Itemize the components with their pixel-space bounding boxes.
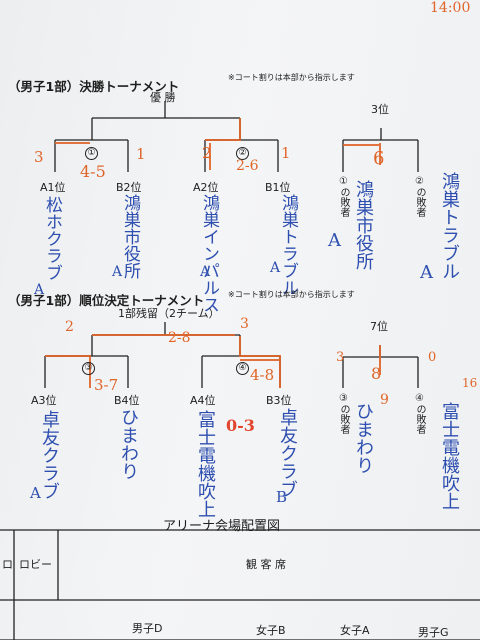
match3-marker: ③ <box>82 362 95 375</box>
court-1: 男子D <box>132 622 163 635</box>
team-final-3: 鴻巣インパルス <box>199 194 219 313</box>
third-label: 3位 <box>371 103 389 116</box>
seed-a3: A3位 <box>31 394 57 407</box>
loser-team-2: 鴻巣トラブル <box>439 172 460 280</box>
hand-rank-f: 9 <box>380 392 389 408</box>
team-final-1: 松ホクラブ <box>42 196 62 281</box>
team-final-4: 鴻巣トラブル <box>278 194 298 296</box>
loser-3: ③の敗者 <box>338 393 349 434</box>
final-note: ※コート割りは本部から指示します <box>228 73 355 82</box>
loser-team-3: ひまわり <box>353 402 374 474</box>
team-final-4-mark: A <box>270 260 281 276</box>
loser-1: ①の敗者 <box>338 176 349 217</box>
hand-rank-e: 8 <box>371 364 382 383</box>
hand-score-e: 6 <box>373 148 385 169</box>
seventh-label: 7位 <box>370 320 388 333</box>
match1-marker: ① <box>85 147 98 160</box>
team-rank-4-mark: B <box>276 488 288 506</box>
hand-scoreline-2: 2-6 <box>236 158 259 174</box>
seed-a1: A1位 <box>40 181 66 194</box>
loser-team-2-mark: A <box>420 262 433 283</box>
arena-lobby: ロビー <box>19 558 52 571</box>
court-2: 女子B <box>256 624 286 637</box>
seed-b1: B1位 <box>265 181 291 194</box>
hand-scoreline-4: 3-7 <box>94 376 119 394</box>
hand-score-b: 1 <box>136 145 146 163</box>
team-final-1-mark: A <box>34 282 45 298</box>
seed-b4: B4位 <box>114 394 140 407</box>
seed-b2: B2位 <box>116 181 142 194</box>
hand-scoreline-5: 4-8 <box>250 366 275 384</box>
seed-a2: A2位 <box>193 181 219 194</box>
corner-time: 14:00 <box>430 0 471 16</box>
loser-team-1: 鴻巣市役所 <box>353 180 374 270</box>
match2-marker: ② <box>236 147 249 160</box>
team-rank-1-mark: A <box>30 484 41 502</box>
loser-team-1-mark: A <box>328 230 341 251</box>
ranking-heading: （男子1部）順位決定トーナメント <box>8 293 205 308</box>
hand-score-c: 2 <box>202 144 212 162</box>
team-final-2-mark: A <box>112 264 123 280</box>
court-3: 女子A <box>340 624 370 637</box>
arena-seats: 観 客 席 <box>246 558 286 571</box>
team-rank-4: 卓友クラブ <box>277 408 298 498</box>
court-4: 男子G <box>418 626 449 639</box>
loser-2: ②の敗者 <box>414 176 425 217</box>
hand-scoreline-1: 4-5 <box>80 162 106 181</box>
seed-b3: B3位 <box>266 394 292 407</box>
remain-label: 1部残留（2チーム） <box>118 307 220 320</box>
hand-rank-g: 16 <box>462 376 478 390</box>
team-rank-2: ひまわり <box>118 408 139 480</box>
hand-rank-d: 0 <box>428 350 437 365</box>
winner-label: 優 勝 <box>150 91 176 104</box>
hand-rank-c: 3 <box>336 350 345 365</box>
match4-marker: ④ <box>236 362 249 375</box>
loser-team-4: 富士電機吹上 <box>439 402 460 510</box>
arena-left-cell: ロ <box>2 558 13 571</box>
team-rank-1: 卓友クラブ <box>39 410 60 500</box>
loser-4: ④の敗者 <box>414 393 425 434</box>
final-heading: （男子1部）決勝トーナメント <box>8 79 180 94</box>
hand-score-d: 1 <box>281 144 291 162</box>
hand-rank-b: 3 <box>240 316 249 332</box>
ranking-note: ※コート割りは本部から指示します <box>228 290 355 299</box>
hand-scoreline-3: 2-8 <box>168 330 191 346</box>
team-rank-3: 富士電機吹上 <box>195 410 216 518</box>
hand-scoreline-6: 0-3 <box>226 416 255 435</box>
seed-a4: A4位 <box>190 394 216 407</box>
team-final-2: 鴻巣市役所 <box>120 194 140 279</box>
team-final-3-mark: A <box>200 264 211 280</box>
arena-title: アリーナ会場配置図 <box>163 519 281 534</box>
hand-score-a: 3 <box>34 148 44 166</box>
hand-rank-a: 2 <box>65 319 74 335</box>
